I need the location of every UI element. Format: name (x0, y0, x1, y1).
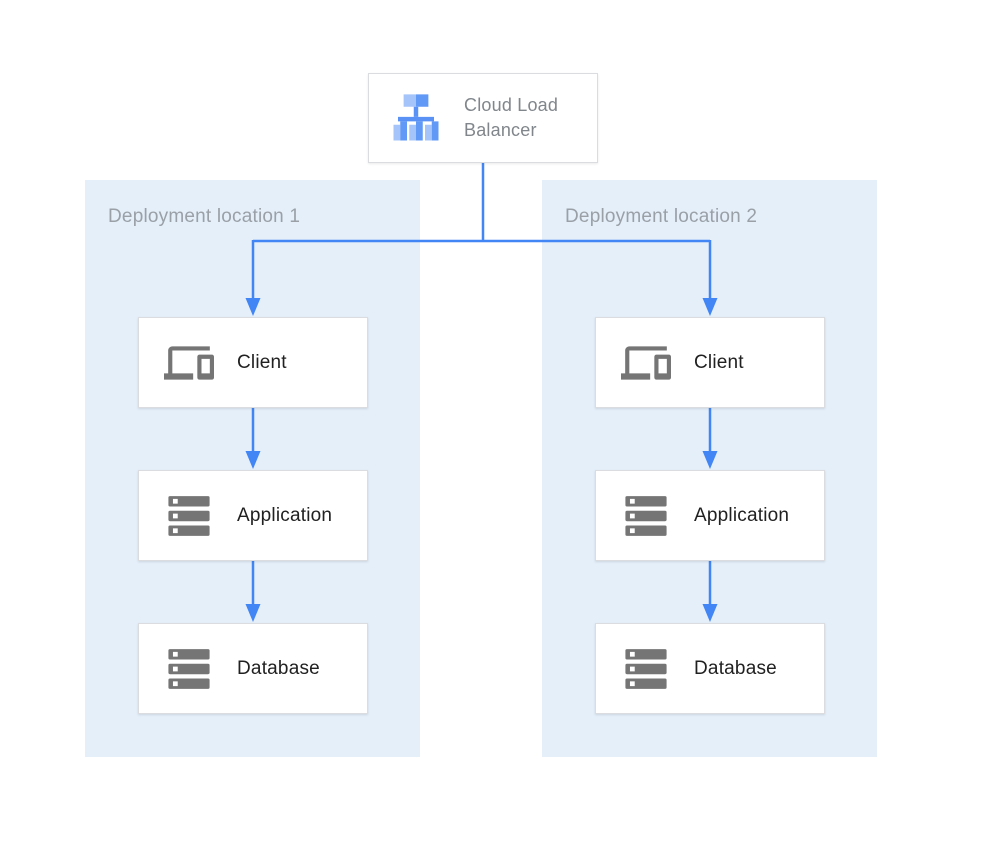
application-node-location-2: Application (595, 470, 825, 561)
devices-icon (157, 335, 221, 391)
application-label: Application (694, 504, 790, 526)
application-label: Application (237, 504, 333, 526)
database-node-location-1: Database (138, 623, 368, 714)
server-stack-icon (614, 641, 678, 697)
server-stack-icon (157, 488, 221, 544)
client-label: Client (694, 351, 744, 373)
devices-icon (614, 335, 678, 391)
deployment-location-2-label: Deployment location 2 (565, 206, 758, 227)
deployment-location-1-label: Deployment location 1 (108, 206, 301, 227)
server-stack-icon (157, 641, 221, 697)
database-label: Database (237, 657, 320, 679)
cloud-load-balancer-node: Cloud Load Balancer (368, 73, 598, 163)
client-label: Client (237, 351, 287, 373)
database-label: Database (694, 657, 777, 679)
client-node-location-1: Client (138, 317, 368, 408)
cloud-load-balancer-label: Cloud Load Balancer (464, 95, 559, 140)
load-balancer-icon (389, 88, 443, 148)
application-node-location-1: Application (138, 470, 368, 561)
server-stack-icon (614, 488, 678, 544)
database-node-location-2: Database (595, 623, 825, 714)
client-node-location-2: Client (595, 317, 825, 408)
